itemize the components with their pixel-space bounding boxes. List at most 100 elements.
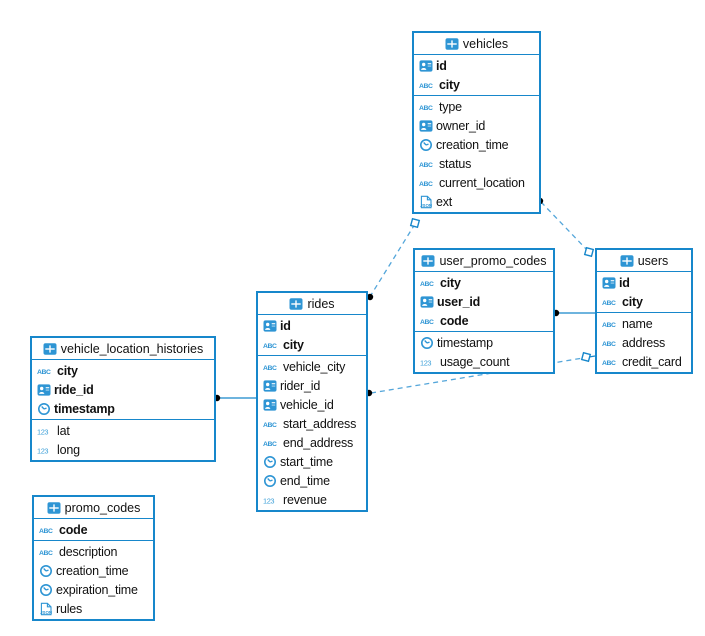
table-title: promo_codes (64, 500, 141, 515)
table-grid-icon (620, 254, 634, 268)
column-row[interactable]: city (414, 75, 539, 94)
column-row[interactable]: expiration_time (34, 580, 153, 599)
column-row[interactable]: name (597, 314, 691, 333)
column-row[interactable]: creation_time (414, 135, 539, 154)
text-abc-icon (602, 295, 619, 309)
table-vehicle-location-histories[interactable]: vehicle_location_histories city ride_id … (30, 336, 216, 462)
column-row[interactable]: usage_count (415, 352, 553, 371)
column-row[interactable]: type (414, 97, 539, 116)
column-name: id (619, 275, 630, 290)
column-name: code (59, 522, 88, 537)
relation-rides-vehicles[interactable] (366, 217, 421, 301)
text-abc-icon (420, 314, 437, 328)
table-grid-icon (289, 297, 303, 311)
column-row[interactable]: creation_time (34, 561, 153, 580)
table-promo-codes-header[interactable]: promo_codes (34, 497, 153, 519)
text-abc-icon (263, 436, 280, 450)
column-name: status (439, 156, 472, 171)
column-row[interactable]: timestamp (32, 399, 214, 418)
table-vehicles-header[interactable]: vehicles (414, 33, 539, 55)
person-id-icon (602, 276, 616, 290)
clock-icon (420, 336, 434, 350)
json-icon (39, 602, 53, 616)
column-row[interactable]: credit_card (597, 352, 691, 371)
column-row[interactable]: description (34, 542, 153, 561)
column-row[interactable]: long (32, 440, 214, 459)
column-row[interactable]: id (414, 56, 539, 75)
table-grid-icon (445, 37, 459, 51)
text-abc-icon (419, 78, 436, 92)
column-name: name (622, 316, 653, 331)
column-row[interactable]: vehicle_city (258, 357, 366, 376)
table-title: users (637, 253, 669, 268)
relation-user_promo_codes-users[interactable] (552, 309, 595, 317)
column-row[interactable]: id (597, 273, 691, 292)
column-row[interactable]: end_address (258, 433, 366, 452)
column-name: timestamp (437, 335, 493, 350)
person-id-icon (419, 59, 433, 73)
number-123-icon (420, 355, 437, 369)
column-name: address (622, 335, 666, 350)
table-vehicle-location-histories-header[interactable]: vehicle_location_histories (32, 338, 214, 360)
column-row[interactable]: status (414, 154, 539, 173)
column-name: vehicle_id (280, 397, 334, 412)
column-row[interactable]: city (597, 292, 691, 311)
column-row[interactable]: city (415, 273, 553, 292)
column-name: city (439, 77, 460, 92)
column-name: creation_time (56, 563, 129, 578)
column-row[interactable]: revenue (258, 490, 366, 509)
column-row[interactable]: rules (34, 599, 153, 618)
column-row[interactable]: city (32, 361, 214, 380)
clock-icon (419, 138, 433, 152)
column-row[interactable]: code (34, 520, 153, 539)
column-row[interactable]: vehicle_id (258, 395, 366, 414)
column-row[interactable]: rider_id (258, 376, 366, 395)
table-title: vehicles (462, 36, 509, 51)
column-row[interactable]: id (258, 316, 366, 335)
text-abc-icon (263, 360, 280, 374)
columns-section: lat long (32, 420, 214, 460)
column-name: start_address (283, 416, 357, 431)
table-vehicles[interactable]: vehicles id city type owner_id c (412, 31, 541, 214)
column-row[interactable]: ext (414, 192, 539, 211)
table-user-promo-codes[interactable]: user_promo_codes city user_id code times… (413, 248, 555, 374)
person-id-icon (263, 398, 277, 412)
table-user-promo-codes-header[interactable]: user_promo_codes (415, 250, 553, 272)
column-name: credit_card (622, 354, 682, 369)
column-name: expiration_time (56, 582, 138, 597)
columns-section: description creation_time expiration_tim… (34, 541, 153, 619)
column-row[interactable]: start_address (258, 414, 366, 433)
text-abc-icon (263, 338, 280, 352)
column-name: city (57, 363, 78, 378)
column-row[interactable]: start_time (258, 452, 366, 471)
primary-key-section: city user_id code (415, 272, 553, 332)
column-name: id (436, 58, 447, 73)
column-row[interactable]: ride_id (32, 380, 214, 399)
number-123-icon (37, 424, 54, 438)
clock-icon (39, 564, 53, 578)
column-row[interactable]: address (597, 333, 691, 352)
column-row[interactable]: lat (32, 421, 214, 440)
column-row[interactable]: timestamp (415, 333, 553, 352)
column-name: rider_id (280, 378, 321, 393)
column-row[interactable]: end_time (258, 471, 366, 490)
column-row[interactable]: code (415, 311, 553, 330)
column-row[interactable]: user_id (415, 292, 553, 311)
table-grid-icon (47, 501, 61, 515)
column-row[interactable]: owner_id (414, 116, 539, 135)
column-row[interactable]: current_location (414, 173, 539, 192)
column-row[interactable]: city (258, 335, 366, 354)
table-rides[interactable]: rides id city vehicle_city rider_id (256, 291, 368, 512)
table-users[interactable]: users id city name address credi (595, 248, 693, 374)
table-rides-header[interactable]: rides (258, 293, 366, 315)
person-id-icon (263, 319, 277, 333)
column-name: start_time (280, 454, 333, 469)
column-name: usage_count (440, 354, 510, 369)
table-users-header[interactable]: users (597, 250, 691, 272)
relation-vehicle_location_histories-rides[interactable] (213, 394, 256, 402)
table-promo-codes[interactable]: promo_codes code description creation_ti… (32, 495, 155, 621)
column-name: ext (436, 194, 453, 209)
table-title: vehicle_location_histories (60, 341, 204, 356)
column-name: lat (57, 423, 70, 438)
